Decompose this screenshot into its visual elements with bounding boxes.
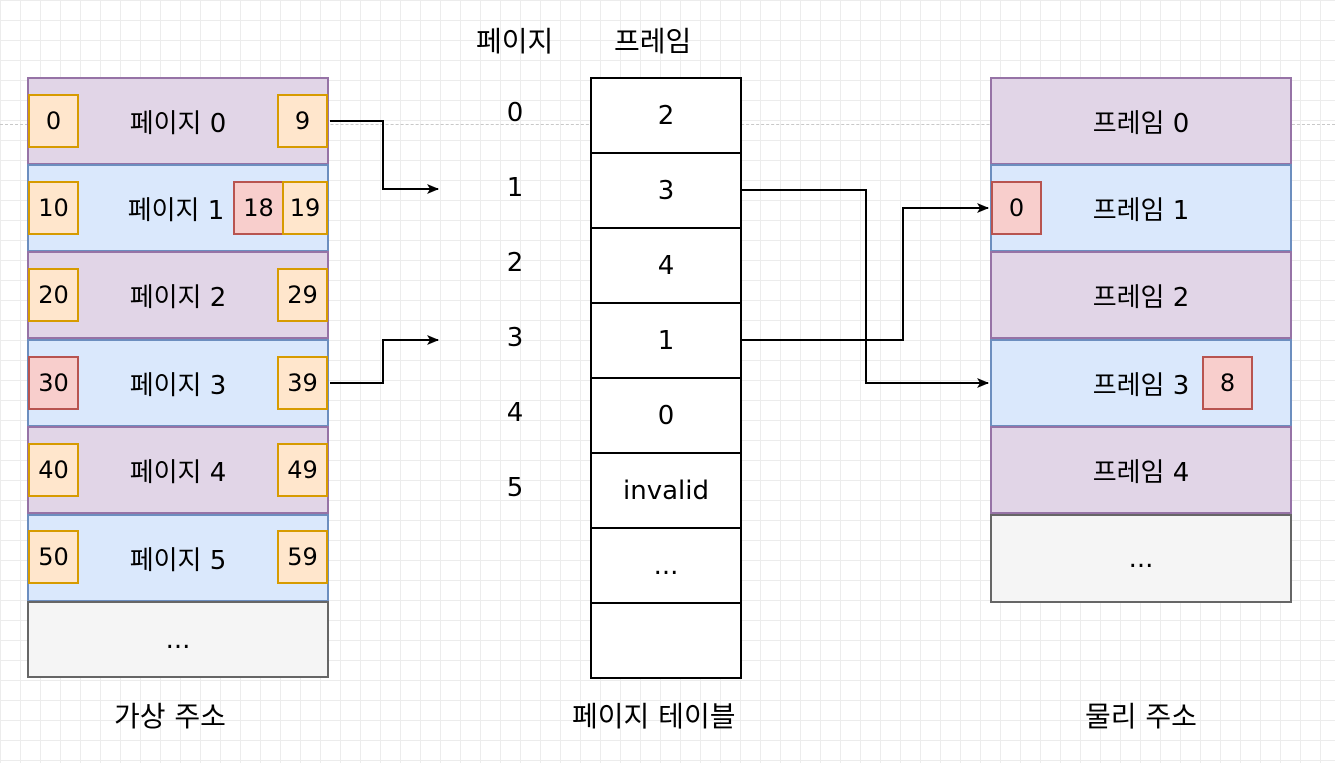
address-box-highlight: 8 bbox=[1202, 356, 1253, 410]
address-box-end: 39 bbox=[277, 356, 328, 410]
frame-cell: 2 bbox=[590, 77, 742, 154]
page-number: 0 bbox=[506, 98, 524, 128]
physical-address-caption: 물리 주소 bbox=[1085, 700, 1197, 733]
frame-cell-value: 2 bbox=[657, 100, 675, 131]
page-column-header: 페이지 bbox=[476, 25, 554, 58]
page-number: 4 bbox=[506, 398, 524, 428]
address-box-start: 50 bbox=[28, 530, 79, 584]
virtual-page-label: 페이지 2 bbox=[129, 282, 227, 313]
page-table-caption: 페이지 테이블 bbox=[572, 700, 736, 733]
physical-frame-label: 프레임 2 bbox=[1092, 282, 1190, 313]
address-box-end: 9 bbox=[277, 94, 328, 148]
virtual-address-caption: 가상 주소 bbox=[114, 700, 226, 733]
address-box-start: 10 bbox=[28, 181, 79, 235]
virtual-page-label: 페이지 4 bbox=[129, 457, 227, 488]
frame-cell-value: invalid bbox=[623, 475, 709, 506]
address-box-start: 20 bbox=[28, 268, 79, 322]
physical-ellipsis-row: ... bbox=[990, 514, 1292, 603]
ellipsis-text: ... bbox=[165, 624, 191, 655]
physical-frame-label: 프레임 1 bbox=[1092, 195, 1190, 226]
frame-cell: 0 bbox=[590, 377, 742, 454]
virtual-page-label: 페이지 5 bbox=[129, 545, 227, 576]
frame-cell bbox=[590, 602, 742, 679]
frame-cell-value: 0 bbox=[657, 400, 675, 431]
frame-cell-value: 4 bbox=[657, 250, 675, 281]
address-box-highlight: 30 bbox=[28, 356, 79, 410]
arrow-table3-to-frame1 bbox=[742, 203, 989, 341]
frame-cell-value: 1 bbox=[657, 325, 675, 356]
page-number: 1 bbox=[506, 173, 524, 203]
arrow-table1-to-frame3 bbox=[742, 189, 989, 388]
physical-frame-label: 프레임 4 bbox=[1092, 457, 1190, 488]
arrow-page0-to-table bbox=[330, 120, 439, 194]
physical-frame-label: 프레임 3 bbox=[1092, 370, 1190, 401]
page-number: 5 bbox=[506, 473, 524, 503]
address-box-end: 59 bbox=[277, 530, 328, 584]
address-box-end: 49 bbox=[277, 443, 328, 497]
virtual-ellipsis-row: ... bbox=[27, 601, 329, 678]
address-box-start: 40 bbox=[28, 443, 79, 497]
frame-cell-value: ... bbox=[653, 550, 679, 581]
physical-frame-label: 프레임 0 bbox=[1092, 108, 1190, 139]
virtual-page-label: 페이지 0 bbox=[129, 108, 227, 139]
frame-cell: 1 bbox=[590, 302, 742, 379]
address-box-highlight: 0 bbox=[991, 181, 1042, 235]
physical-frame-0: 프레임 0 bbox=[990, 77, 1292, 165]
physical-frame-4: 프레임 4 bbox=[990, 426, 1292, 514]
ellipsis-text: ... bbox=[1128, 543, 1154, 574]
address-box-start: 0 bbox=[28, 94, 79, 148]
frame-column-header: 프레임 bbox=[614, 25, 692, 58]
page-number: 3 bbox=[506, 323, 524, 353]
frame-cell: 4 bbox=[590, 227, 742, 304]
page-number: 2 bbox=[506, 248, 524, 278]
address-box-end: 29 bbox=[277, 268, 328, 322]
virtual-page-label: 페이지 1 bbox=[127, 195, 225, 226]
physical-frame-2: 프레임 2 bbox=[990, 251, 1292, 339]
virtual-page-label: 페이지 3 bbox=[129, 370, 227, 401]
address-box-end: 19 bbox=[282, 181, 328, 235]
arrow-page3-to-table bbox=[330, 335, 439, 384]
frame-cell-value: 3 bbox=[657, 175, 675, 206]
